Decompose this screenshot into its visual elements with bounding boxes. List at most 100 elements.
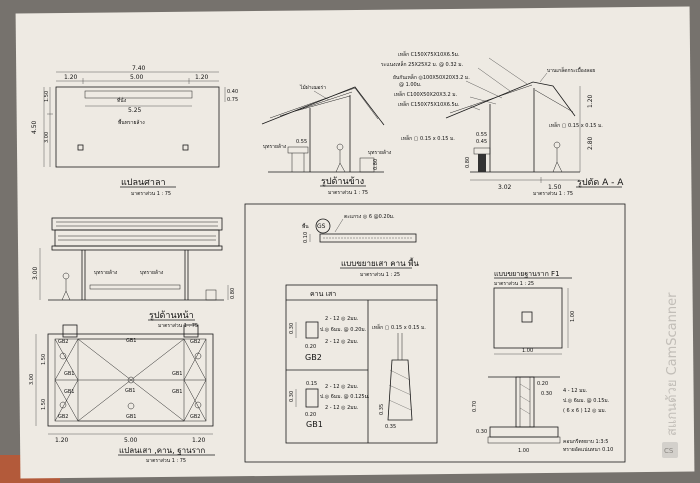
side-roof-label: ไม้ฝาเฌอร่า [299,84,326,91]
gb2-dim-1: 0.30 [289,323,295,334]
paper-sheet [15,6,695,479]
plan-hall-dim-height-b: 3.00 [44,132,50,143]
gb2-note-2: ป.◎ 6มม. @ 0.20ม. [320,327,367,333]
foundation-gb1-b: GB1 [126,414,137,420]
footing-note-2: ป.◎ 6มม. @ 0.15ม. [563,398,610,404]
section-note-4: เหล็ก C100X50X20X3.2 ม. [394,90,458,98]
plan-hall-dim-mid: 5.00 [130,74,144,81]
plan-hall-dim-left: 1.20 [64,74,78,81]
foundation-dim-300: 3.00 [29,374,35,385]
gb2-name: GB2 [305,353,322,362]
beam-table-header: คาน เสา [310,290,336,298]
gb2-dim-2: 0.20 [305,344,316,350]
side-elevation: ไม้ฝาเฌอร่า 0.55 บุทรายล้าง บุทรายล้าง 0… [261,84,392,196]
gb1-dim-1: 0.15 [306,381,317,387]
section-note-5: เหล็ก C150X75X10X6.5ม. [398,100,460,108]
foundation-gb2-br: GB2 [190,414,201,420]
slab-tag-prefix: พื้น [302,221,309,230]
foundation-dim-150a: 1.50 [41,354,47,365]
detail-frame [244,203,626,463]
plan-hall-dim-height: 4.50 [31,120,38,134]
section-dim-055: 0.55 [476,132,487,138]
front-dim-300: 3.00 [32,266,39,280]
footing-dim-100: 1.00 [518,448,529,454]
foundation-dim-500: 5.00 [124,437,138,444]
footing-note-4: คอนกรีตหยาบ 1:3:5 [563,438,608,445]
plan-hall-title: แปลนศาลา [121,178,166,188]
section-note-8: เหล็ก ▢ 0.15 x 0.15 ม. [401,134,455,142]
section-note-1: เหล็ก C150X75X10X6.5ม. [398,50,460,58]
foundation-gb1-l1: GB1 [64,371,75,377]
foundation-dim-150b: 1.50 [41,399,47,410]
front-scale: มาตราส่วน 1 : 75 [158,323,198,329]
plan-hall-dim-total: 7.40 [132,65,146,72]
footing-note-1: 4 - 12 มม. [563,388,588,394]
slab-detail: GS พื้น ตะแกรง ◎ 6 @0.20ม. 0.10 แบบขยายเ… [302,214,419,278]
slab-section [319,233,417,243]
section-dim-080: 0.80 [465,157,471,168]
gb1-dim-2: 0.30 [289,391,295,402]
gb1-name: GB1 [306,420,323,429]
foundation-gb1-l2: GB1 [64,389,75,395]
foundation-gb1-c: GB1 [125,388,136,394]
foundation-dim-120b: 1.20 [192,437,206,444]
section-note-7: เหล็ก ▢ 0.15 x 0.15 ม. [549,121,603,129]
front-dim-080: 0.80 [230,288,236,299]
footing-dim-030b: 0.30 [541,391,552,397]
slab-scale: มาตราส่วน 1 : 25 [360,272,400,278]
section-dim-045: 0.45 [476,139,487,145]
section-roof [445,81,576,119]
footing-note-3: ( 6 x 6 ) 12 ◎ มม. [563,408,607,414]
gb1-note-3: 2 - 12 ◎ 2มม. [325,405,359,411]
column-dim-2: 0.35 [379,404,385,415]
footing-detail: แบบขยายฐานราก F1 มาตราส่วน 1 : 25 1.00 1… [472,270,613,454]
camscanner-badge-icon [662,442,678,458]
column-note: เหล็ก ▢ 0.15 x 0.15 ม. [372,323,426,331]
section-note-6: บานเกล็ดกระเบื้องลอย [547,65,595,74]
section-note-2: ระแนงเหล็ก 25X25X2 ม. @ 0.32 ม. [381,60,464,68]
side-dim-080: 0.80 [373,159,379,170]
foundation-gb1-r2: GB1 [172,389,183,395]
foundation-dim-120a: 1.20 [55,437,69,444]
plan-hall-dim-r1: 0.40 [227,89,238,95]
side-seat-label: บุทรายล้าง [263,143,287,150]
side-scale: มาตราส่วน 1 : 75 [328,190,368,196]
plan-hall-dim-height-a: 1.50 [44,91,50,102]
section-scale: มาตราส่วน 1 : 75 [533,191,573,197]
plan-hall-scale: มาตราส่วน 1 : 75 [131,191,171,197]
camscanner-watermark: CS สแกนด้วย CamScanner [662,292,680,458]
section-title: รูปตัด A - A [577,178,624,188]
column-dim-1: 0.35 [385,424,396,430]
front-label-b: บุทรายล้าง [140,269,164,276]
foundation-plan: GB2 GB2 GB1 GB1 GB1 GB1 GB1 GB1 GB1 GB2 … [29,324,215,464]
slab-title: แบบขยายเสา คาน พื้น [341,257,419,268]
slab-tag-circle [315,218,331,234]
front-bench [89,284,181,290]
front-title: รูปด้านหน้า [149,310,194,321]
section-dim-150: 1.50 [548,184,562,191]
footing-title: แบบขยายฐานราก F1 [494,270,560,278]
beam-table: คาน เสา 0.30 0.20 2 - 12 ◎ 2มม. ป.◎ 6มม.… [285,284,438,444]
footing-dim-020: 0.20 [537,381,548,387]
plan-hall-bench-label: ที่นั่ง [117,97,127,104]
plan-hall-col-right [182,144,189,151]
footing-lean-concrete [487,436,561,444]
foundation-scale: มาตราส่วน 1 : 75 [146,458,186,464]
gb2-section [305,321,319,339]
footing-plan [493,287,563,349]
side-seat-label-2: บุทรายล้าง [368,149,392,156]
gb1-note-2: ป.◎ 6มม. @ 0.125ม. [320,394,370,400]
foundation-gb1-r1: GB1 [172,371,183,377]
plan-hall-floor-label: พื้นทรายล้าง [118,117,145,126]
foundation-outline [47,333,214,427]
slab-tag: GS [317,223,326,230]
plan-hall-outline [55,86,220,168]
beam-table-outline [285,284,438,444]
side-dim-055: 0.55 [296,139,307,145]
section-note-3b: @ 1.00ม. [399,82,422,88]
footing-note-5: ทรายอัดแน่นหนา 0.10 [563,447,613,453]
foundation-gb2-tl: GB2 [58,339,69,345]
plan-hall-col-left [77,144,84,151]
section-dim-120: 1.20 [587,94,594,108]
